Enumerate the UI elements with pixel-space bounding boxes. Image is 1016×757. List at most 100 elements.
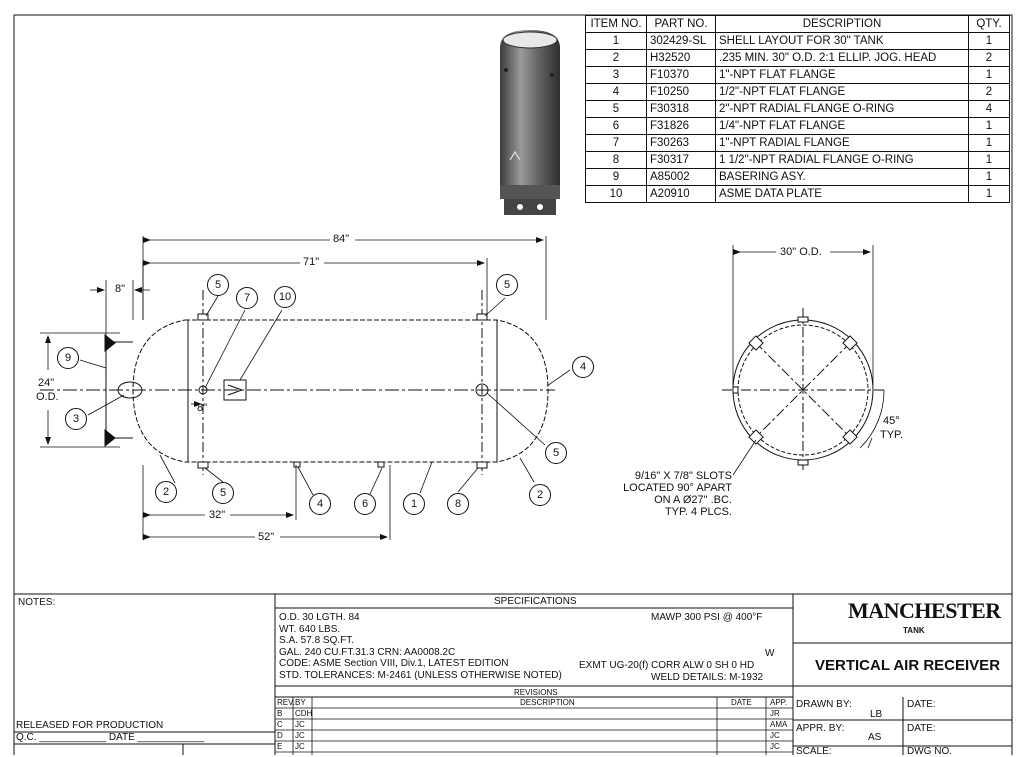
balloon-callout: 2 xyxy=(155,481,177,503)
bom-part-no: F10370 xyxy=(646,66,716,84)
specs-left: O.D. 30 LGTH. 84 WT. 640 LBS. S.A. 57.8 … xyxy=(279,612,562,681)
date-label: DATE: xyxy=(907,699,936,710)
spec-mawp: MAWP 300 PSI @ 400°F xyxy=(651,612,763,623)
bom-description: 1/2"-NPT FLAT FLANGE xyxy=(715,83,969,101)
slot-note-line: TYP. 4 PLCS. xyxy=(664,506,732,518)
slot-note: 9/16" X 7/8" SLOTS LOCATED 90° APART ON … xyxy=(600,470,732,518)
balloon-callout: 1 xyxy=(403,493,425,515)
scale-label: SCALE: xyxy=(796,746,832,757)
spec-line: GAL. 240 CU.FT.31.3 CRN: AA0008.2C xyxy=(279,646,456,658)
balloon-callout: 7 xyxy=(236,287,258,309)
spec-line: STD. TOLERANCES: M-2461 (UNLESS OTHERWIS… xyxy=(279,669,562,681)
revision-cell: JC xyxy=(295,742,305,751)
bom-part-no: F10250 xyxy=(646,83,716,101)
balloon-callout: 5 xyxy=(212,482,234,504)
balloon-callout: 6 xyxy=(354,493,376,515)
balloon-callout: 4 xyxy=(572,356,594,378)
side-dimensions xyxy=(40,236,547,540)
revision-header: DESCRIPTION xyxy=(520,698,575,707)
balloon-callout: 5 xyxy=(545,442,567,464)
balloon-callout: 3 xyxy=(65,408,87,430)
title-block-lines xyxy=(14,593,1012,755)
dim-overall-length: 84" xyxy=(333,233,350,245)
balloon-callout: 5 xyxy=(207,274,229,296)
balloon-callout: 2 xyxy=(529,484,551,506)
drawn-by-label: DRAWN BY: xyxy=(796,699,852,710)
appr-by-label: APPR. BY: xyxy=(796,723,845,734)
dim-32: 32" xyxy=(209,509,226,521)
revision-cell: JC xyxy=(295,720,305,729)
bom-description: 2"-NPT RADIAL FLANGE O-RING xyxy=(715,100,969,118)
release-label: RELEASED FOR PRODUCTION xyxy=(16,720,164,731)
revision-cell: JC xyxy=(770,742,780,751)
revision-header: BY xyxy=(295,698,306,707)
qc-line: Q.C. ____________ DATE ____________ xyxy=(16,732,205,743)
revision-cell: B xyxy=(277,709,283,718)
tank-3d-view xyxy=(500,30,560,215)
spec-line: S.A. 57.8 SQ.FT. xyxy=(279,635,355,646)
revision-header: REV. xyxy=(277,698,295,707)
bom-description: .235 MIN. 30" O.D. 2:1 ELLIP. JOG. HEAD xyxy=(715,49,969,67)
balloon-callout: 5 xyxy=(496,274,518,296)
balloon-callout: 9 xyxy=(57,347,79,369)
spec-line: O.D. 30 LGTH. 84 xyxy=(279,612,360,623)
revision-cell: AMA xyxy=(770,720,788,729)
balloon-callout: 8 xyxy=(447,493,469,515)
slot-note-line: LOCATED 90° APART xyxy=(623,482,732,494)
balloon-leaders xyxy=(79,295,571,496)
revision-cell: C xyxy=(277,720,283,729)
revision-header: DATE xyxy=(731,698,752,707)
dim-end-od: 30" O.D. xyxy=(780,246,822,258)
specs-title: SPECIFICATIONS xyxy=(494,596,577,607)
notes-label: NOTES: xyxy=(18,597,56,608)
bom-description: SHELL LAYOUT FOR 30" TANK xyxy=(715,32,969,50)
manchester-logo: MANCHESTER xyxy=(848,598,1001,624)
dim-52: 52" xyxy=(258,531,275,543)
bom-part-no: A85002 xyxy=(646,168,716,186)
bom-description: BASERING ASY. xyxy=(715,168,969,186)
dim-base-offset: 8" xyxy=(115,283,126,295)
date-label-2: DATE: xyxy=(907,723,936,734)
dim-od-label: O.D. xyxy=(36,391,59,403)
dim-od: 24" xyxy=(38,377,55,389)
spec-line: WT. 640 LBS. xyxy=(279,623,341,635)
revision-cell: JR xyxy=(770,709,780,718)
spec-exmt: EXMT UG-20(f) CORR ALW 0 SH 0 HD xyxy=(579,660,755,671)
spec-w: W xyxy=(765,648,775,659)
end-view xyxy=(722,245,885,476)
bom-description: ASME DATA PLATE xyxy=(715,185,969,203)
dim-angle: 45° xyxy=(883,415,900,427)
revisions-grid xyxy=(275,697,793,755)
bom-description: 1 1/2"-NPT RADIAL FLANGE O-RING xyxy=(715,151,969,169)
drawing-border xyxy=(13,14,1013,755)
revision-cell: JC xyxy=(295,731,305,740)
bom-qty: 1 xyxy=(968,185,1010,203)
logo-text: MANCHESTER xyxy=(848,598,1001,623)
drawn-by-value: LB xyxy=(870,709,883,720)
logo-subtext: TANK xyxy=(903,626,925,635)
revision-cell: E xyxy=(277,742,283,751)
revision-cell: JC xyxy=(770,731,780,740)
dim-typ: TYP. xyxy=(880,429,904,441)
spec-line: CODE: ASME Section VIII, Div.1, LATEST E… xyxy=(279,658,509,669)
balloon-callout: 4 xyxy=(309,493,331,515)
bom-part-no: F30263 xyxy=(646,134,716,152)
slot-note-line: 9/16" X 7/8" SLOTS xyxy=(634,470,732,482)
balloon-callout: 10 xyxy=(274,286,296,308)
dim-small-8: 8" xyxy=(197,402,208,414)
slot-note-line: ON A Ø27" .BC. xyxy=(654,494,732,506)
side-view xyxy=(40,290,555,475)
bom-part-no: A20910 xyxy=(646,185,716,203)
spec-weld: WELD DETAILS: M-1932 xyxy=(651,672,764,683)
dim-between-fittings: 71" xyxy=(303,256,320,268)
revision-cell: CDH xyxy=(295,709,313,718)
dwg-no-label: DWG NO. xyxy=(907,746,952,757)
revision-header: APP. xyxy=(770,698,788,707)
